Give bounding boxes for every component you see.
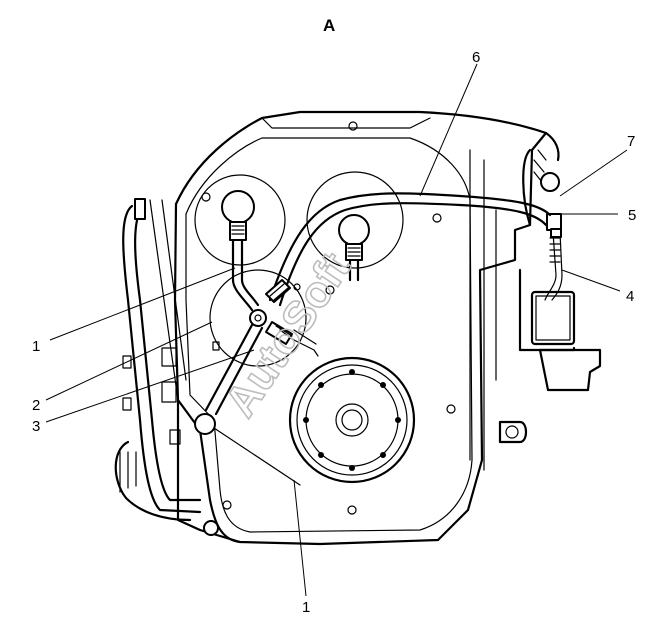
housing-bolts: [201, 121, 456, 515]
transmission-housing: [173, 110, 548, 546]
watermark: AutoSoft: [216, 244, 361, 426]
callout-6: 6: [472, 49, 480, 66]
callout-4: 4: [626, 288, 634, 305]
callout-5: 5: [628, 207, 636, 224]
right-bracket: [498, 131, 602, 444]
view-label: A: [323, 16, 335, 35]
left-pipe-bundle: [114, 198, 219, 536]
hose-1: [194, 238, 360, 486]
callout-7: 7: [627, 133, 635, 150]
hose-6: [268, 192, 552, 307]
callout-2: 2: [32, 397, 40, 414]
leader-lines: [45, 63, 628, 597]
upper-middle-port: [306, 171, 404, 269]
callout-1-bottom: 1: [302, 599, 310, 616]
upper-left-port: [194, 174, 286, 266]
callout-3: 3: [32, 418, 40, 435]
callout-1-left: 1: [32, 338, 40, 355]
middle-left-disc: [209, 269, 335, 367]
lower-gear-flange: [288, 356, 416, 484]
